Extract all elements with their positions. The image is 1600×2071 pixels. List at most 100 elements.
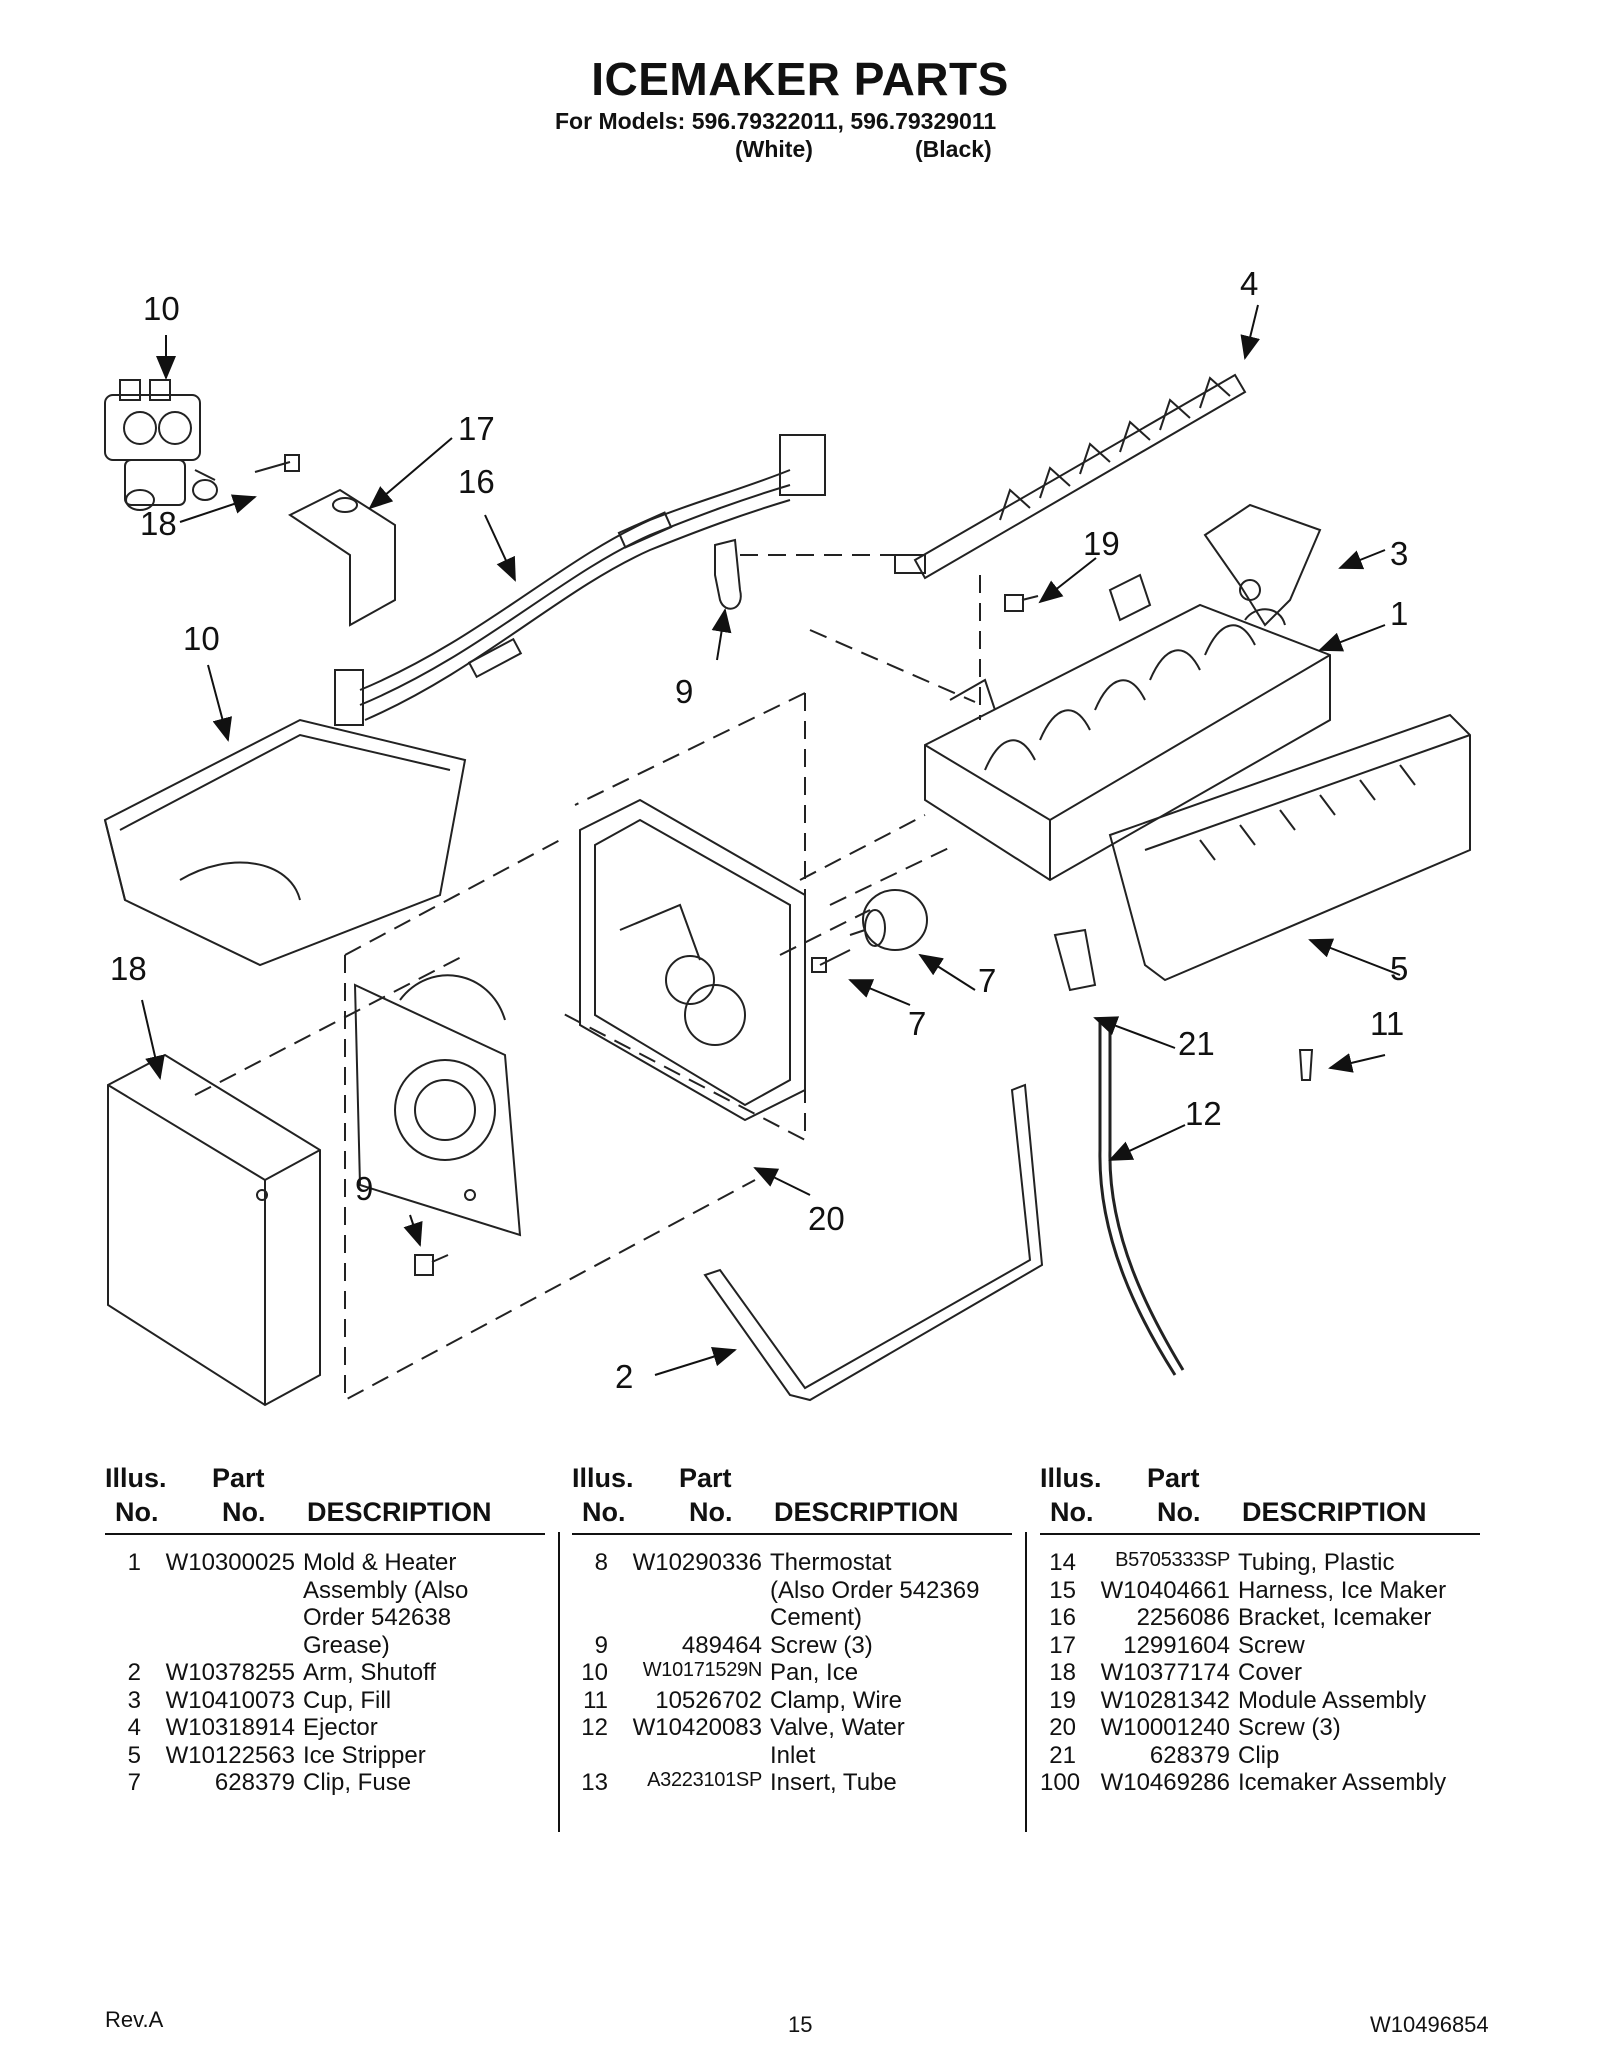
tubing-drawing [1098, 1020, 1185, 1376]
part-description: Clip [1238, 1741, 1280, 1769]
table-row-continuation: Cement) [572, 1604, 1012, 1632]
revision-label: Rev.A [105, 2007, 164, 2032]
illus-header-line2: No. [582, 1497, 626, 1527]
screw-17-drawing [254, 454, 300, 473]
illus-header-line2: No. [1050, 1497, 1094, 1527]
illus-number: 21 [1049, 1741, 1076, 1769]
part-number: A3223101SP [647, 1769, 762, 1791]
callout-7: 7 [908, 1005, 927, 1042]
harness-drawing [334, 434, 826, 726]
illus-header-line1: Illus. [1040, 1463, 1102, 1493]
callout-12: 10 [143, 290, 180, 327]
part-header-line1: Part [212, 1463, 265, 1493]
part-number: W10300025 [165, 1549, 295, 1576]
part-description: Cup, Fill [303, 1686, 392, 1714]
table-row: 13 A3223101SP Insert, Tube [572, 1769, 1012, 1797]
description-header: DESCRIPTION [1242, 1497, 1427, 1527]
illus-number: 9 [594, 1631, 608, 1659]
part-header-line2: No. [222, 1497, 266, 1527]
illus-number: 12 [581, 1714, 608, 1741]
part-number: W10171529N [642, 1659, 763, 1681]
illus-number: 3 [127, 1686, 141, 1714]
callout-19: 20 [808, 1200, 845, 1237]
part-number: B5705333SP [1115, 1549, 1230, 1571]
table-header: Illus. No. Part No. DESCRIPTION [572, 1463, 1012, 1535]
illus-number: 16 [1049, 1604, 1076, 1631]
ice-pan-drawing [103, 718, 467, 967]
page-number: 15 [788, 2012, 813, 2037]
part-description: Cover [1238, 1659, 1303, 1686]
callout-4: 4 [1240, 265, 1259, 302]
part-description: Ice Stripper [303, 1741, 426, 1769]
ice-stripper-drawing [1108, 713, 1471, 982]
callout-3: 3 [1390, 535, 1409, 572]
part-number: W10469286 [1100, 1769, 1230, 1796]
clip-21-drawing [1053, 928, 1097, 992]
illus-number: 11 [583, 1686, 608, 1714]
callout-8: 7 [978, 962, 997, 999]
table-row: 21 628379 Clip [1040, 1742, 1480, 1770]
table-row: 12 W10420083 Valve, Water [572, 1714, 1012, 1742]
table-row-continuation: Inlet [572, 1742, 1012, 1770]
part-description: Clip, Fuse [303, 1769, 412, 1796]
tube-insert-drawing [1298, 1049, 1314, 1081]
part-number: W10420083 [632, 1714, 762, 1741]
water-valve-drawing [104, 379, 218, 511]
part-description: Arm, Shutoff [303, 1659, 436, 1686]
part-number: W10410073 [165, 1686, 295, 1714]
illus-number: 10 [581, 1659, 608, 1686]
module-housing-drawing [579, 798, 806, 1122]
exploded-parts-diagram [103, 304, 1471, 1407]
part-number: W10281342 [1100, 1686, 1230, 1714]
description-header: DESCRIPTION [307, 1497, 492, 1527]
part-number: 628379 [1149, 1741, 1230, 1769]
shutoff-arm-drawing [703, 1083, 1044, 1402]
part-description: Screw (3) [770, 1631, 873, 1659]
illus-header-line1: Illus. [105, 1463, 167, 1493]
column-divider [1025, 1532, 1027, 1832]
callout-5: 5 [1390, 950, 1409, 987]
table-row: 3 W10410073 Cup, Fill [105, 1687, 545, 1715]
part-description: Screw (3) [1238, 1714, 1341, 1741]
part-number: W10318914 [165, 1714, 295, 1741]
part-description: Cement) [770, 1604, 863, 1631]
callout-9: 9 [355, 1170, 374, 1207]
part-description: Order 542638 [303, 1604, 452, 1631]
illus-number: 5 [127, 1741, 141, 1769]
screw-20-drawing [1004, 594, 1039, 612]
callout-16: 17 [458, 410, 495, 447]
illus-number: 7 [127, 1769, 141, 1796]
illus-number: 13 [581, 1769, 608, 1796]
part-description: Icemaker Assembly [1238, 1769, 1447, 1796]
part-number: W10377174 [1100, 1659, 1230, 1686]
callout-arrows [141, 304, 1401, 1376]
callout-13: 11 [1370, 1005, 1405, 1042]
illus-number: 14 [1049, 1549, 1076, 1576]
part-description: Harness, Ice Maker [1238, 1576, 1447, 1604]
part-description: Insert, Tube [770, 1769, 897, 1796]
callout-1: 1 [1390, 595, 1409, 632]
part-description: Inlet [770, 1741, 816, 1769]
illus-number: 20 [1049, 1714, 1076, 1741]
illus-number: 18 [1049, 1659, 1076, 1686]
part-header-line2: No. [1157, 1497, 1201, 1527]
part-description: Valve, Water [770, 1714, 905, 1741]
callout-20: 19 [1083, 525, 1120, 562]
part-number: 489464 [681, 1631, 762, 1659]
part-number: W10378255 [165, 1659, 295, 1686]
callout-10: 10 [183, 620, 220, 657]
